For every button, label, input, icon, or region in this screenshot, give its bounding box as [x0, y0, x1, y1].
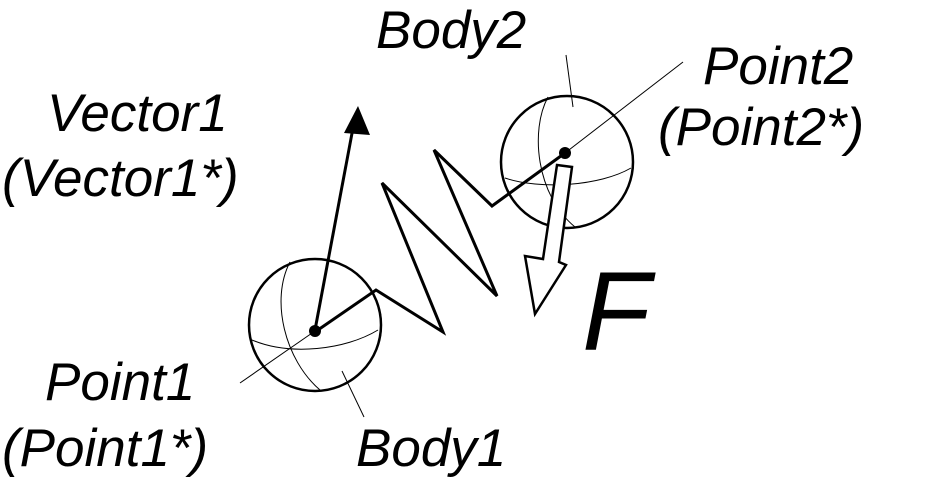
- point2-star-label: (Point2*): [658, 98, 864, 157]
- point1-star-label: (Point1*): [2, 419, 208, 478]
- spring: [314, 148, 566, 336]
- vector1-label: Vector1: [47, 84, 228, 143]
- point1-label: Point1: [45, 353, 195, 412]
- vector1-star-label: (Vector1*): [2, 149, 239, 208]
- body2-leader: [565, 54, 574, 108]
- body2-sphere: [499, 94, 635, 230]
- body2-label: Body2: [376, 1, 526, 60]
- point1-leader: [239, 330, 316, 384]
- body1-label: Body1: [356, 419, 506, 478]
- point2-leader: [564, 61, 684, 154]
- vector1-arrow: [313, 106, 370, 331]
- force-label: F: [582, 249, 656, 374]
- point2-label: Point2: [703, 37, 853, 96]
- body1-leader: [341, 370, 365, 418]
- force-arrow: [523, 163, 574, 318]
